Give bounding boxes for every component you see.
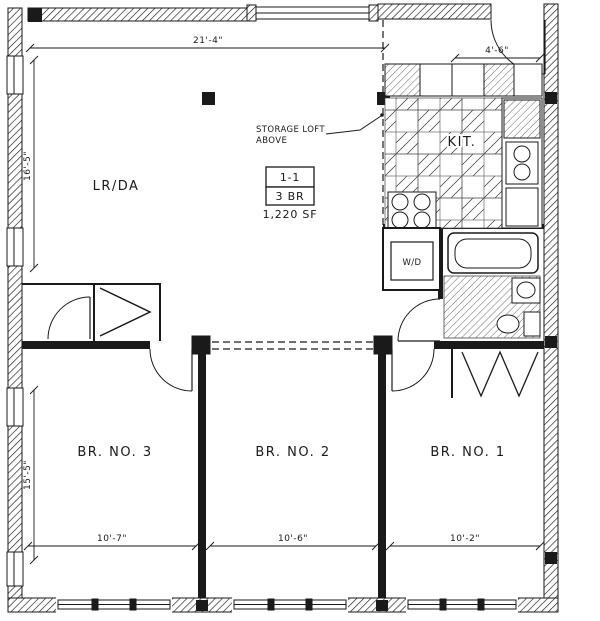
storage-loft-leader-dot (380, 113, 384, 117)
unit-area: 1,220 SF (263, 208, 318, 221)
kitchen-right-counter (501, 97, 543, 229)
dim-bedroom2-width: 10'-6" (205, 534, 381, 551)
left-windows (6, 55, 24, 587)
dim-bedroom2-width-label: 10'-6" (278, 534, 308, 544)
dim-left-upper-label: 16'-5" (23, 151, 33, 181)
wall-br2-br1 (378, 354, 386, 598)
bathroom-fixtures (443, 232, 541, 339)
dim-kitchen-width-label: 4'-6" (485, 46, 509, 56)
closets (22, 283, 161, 341)
left-wall (7, 7, 23, 613)
loft-edge-opening (212, 341, 374, 350)
dim-bedroom1-width: 10'-2" (385, 534, 545, 551)
laundry-closet: W/D (382, 227, 441, 291)
washer-dryer-box (390, 241, 434, 281)
dim-bedroom1-width-label: 10'-2" (450, 534, 480, 544)
column-right-upper (545, 92, 557, 104)
bedroom2-label: BR. NO. 2 (255, 445, 330, 460)
bedroom3-label: BR. NO. 3 (77, 445, 152, 460)
closet-bifold-door (99, 287, 152, 337)
closet-door-arc (47, 296, 91, 340)
storage-loft-leader-line (325, 115, 382, 135)
kitchen-upper-counter (384, 63, 543, 97)
storage-loft-label-line1: STORAGE LOFT (256, 125, 325, 135)
dim-kitchen-width: 4'-6" (450, 46, 545, 63)
unit-label: 1-1 3 BR 1,220 SF (263, 166, 318, 221)
bottom-window-br3 (56, 596, 172, 614)
bathroom-door (397, 298, 441, 342)
column-top-left (28, 8, 42, 22)
unit-number: 1-1 (280, 171, 300, 184)
windows (6, 55, 518, 614)
bedroom1-door (391, 348, 435, 392)
room-labels: LR/DA KIT. BR. NO. 3 BR. NO. 2 BR. NO. 1 (77, 133, 505, 460)
dim-bedroom3-width-label: 10'-7" (97, 534, 127, 544)
separator-wall-right (434, 341, 544, 349)
column-bottom-right (376, 600, 388, 611)
wall-br3-br2 (198, 354, 206, 598)
bottom-window-br2 (232, 596, 348, 614)
storage-loft-label-line2: ABOVE (256, 136, 287, 146)
kitchen-sink (505, 141, 539, 185)
dim-left-upper: 16'-5" (23, 55, 39, 273)
column-separator-right (373, 335, 393, 355)
stove-burners (387, 191, 437, 229)
laundry-label: W/D (402, 258, 421, 268)
unit-type: 3 BR (276, 190, 305, 203)
top-wall-left (27, 7, 255, 22)
column-right-lower (545, 552, 557, 564)
storage-loft-annotation: STORAGE LOFT ABOVE (256, 113, 384, 146)
dim-top-width: 21'-4" (25, 36, 390, 53)
column-bottom-left (196, 600, 208, 611)
kitchen-label: KIT. (448, 135, 477, 150)
unit-type-box (265, 186, 315, 206)
toilet (496, 311, 541, 337)
column-right-middle (545, 336, 557, 348)
dim-left-lower: 15'-5" (23, 385, 39, 565)
bathtub (447, 232, 539, 274)
bedroom1-closet-bifold (461, 350, 539, 398)
separator-wall-left (22, 341, 150, 349)
living-room-label: LR/DA (93, 179, 140, 194)
bedroom1-label: BR. NO. 1 (430, 445, 505, 460)
dimension-lines: 21'-4" 4'-6" 16'-5" 15'-5" 10'-7 (23, 36, 545, 565)
bedroom3-door (149, 348, 193, 392)
top-wall-right (377, 3, 492, 20)
dim-bedroom3-width: 10'-7" (23, 534, 201, 551)
refrigerator (503, 99, 541, 139)
kitchen-fixtures (384, 63, 543, 229)
column-separator-left (191, 335, 211, 355)
closet-outline (22, 283, 161, 341)
bottom-window-br1 (406, 596, 518, 614)
bathroom-sink (511, 277, 541, 304)
column-living-room (202, 92, 215, 105)
dim-left-lower-label: 15'-5" (23, 460, 33, 490)
dim-top-width-label: 21'-4" (193, 36, 223, 46)
